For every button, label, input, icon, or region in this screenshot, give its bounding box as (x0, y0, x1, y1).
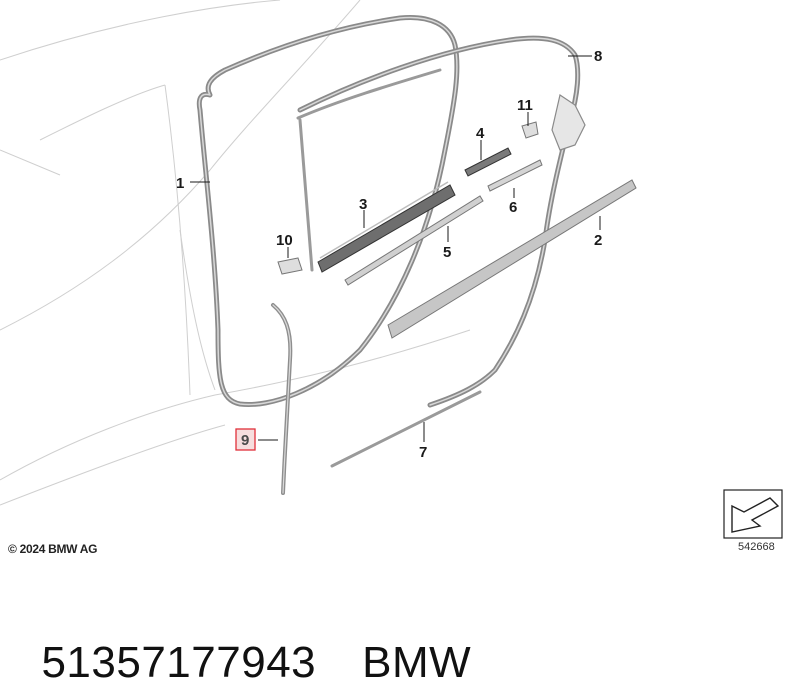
window-shaft-strip (344, 195, 484, 286)
callout-5[interactable]: 5 (443, 244, 451, 261)
footer: 51357177943 BMW (16, 588, 471, 688)
leader-lines (190, 55, 601, 442)
callout-1[interactable]: 1 (176, 175, 184, 192)
copyright-text: © 2024 BMW AG (8, 542, 98, 556)
callout-2[interactable]: 2 (594, 232, 602, 249)
seal-bracket (551, 94, 586, 151)
lower-door-seal (330, 390, 482, 468)
callout-7[interactable]: 7 (419, 444, 427, 461)
brand-name: BMW (362, 638, 472, 687)
outer-window-strip (387, 179, 637, 339)
direction-arrow-icon (723, 489, 783, 539)
callout-8[interactable]: 8 (594, 48, 602, 65)
callout-6[interactable]: 6 (509, 199, 517, 216)
trim-strip-small (464, 147, 512, 177)
window-channel (296, 68, 442, 272)
callout-11[interactable]: 11 (517, 97, 533, 114)
window-shaft-seal-inner (317, 184, 456, 273)
callout-9-highlight-box (235, 428, 256, 451)
car-body-outline (0, 0, 471, 506)
callout-3[interactable]: 3 (359, 196, 367, 213)
callout-4[interactable]: 4 (476, 125, 485, 142)
trim-strip (487, 159, 543, 192)
callout-10[interactable]: 10 (276, 232, 293, 249)
part-number: 51357177943 (41, 638, 317, 687)
clip (277, 257, 303, 275)
diagram-number: 542668 (738, 541, 775, 553)
callout-9[interactable]: 9 (241, 432, 249, 449)
parts-diagram: 1 2 3 4 5 6 7 8 9 10 11 (0, 0, 783, 539)
clip-small (521, 121, 539, 139)
